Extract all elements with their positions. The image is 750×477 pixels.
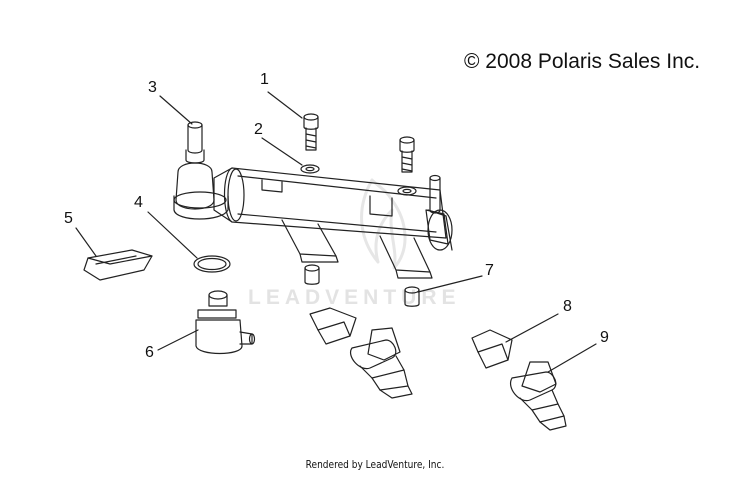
footer-credit: Rendered by LeadVenture, Inc. bbox=[305, 458, 445, 471]
part-washer-2 bbox=[300, 164, 320, 174]
part-injector-9b bbox=[510, 361, 567, 431]
part-injector-9a bbox=[350, 327, 413, 399]
part-regulator-housing bbox=[173, 121, 229, 220]
watermark-text: LEADVENTURE bbox=[248, 286, 461, 309]
part-injector-clip-8a bbox=[309, 307, 357, 345]
part-spacer-7 bbox=[304, 264, 320, 285]
callout-8: 8 bbox=[563, 298, 572, 315]
part-injector-clip-8b bbox=[471, 329, 513, 369]
callout-2: 2 bbox=[254, 121, 263, 138]
part-bolt-1b bbox=[399, 136, 415, 173]
part-spacer-7b bbox=[404, 286, 420, 307]
copyright-text: © 2008 Polaris Sales Inc. bbox=[464, 50, 701, 73]
callout-7: 7 bbox=[485, 262, 494, 279]
part-clip-5 bbox=[83, 249, 153, 281]
part-bolt-1 bbox=[303, 113, 319, 151]
callout-1: 1 bbox=[260, 71, 269, 88]
callout-6: 6 bbox=[145, 344, 154, 361]
part-oring-4 bbox=[193, 255, 231, 273]
callout-5: 5 bbox=[64, 210, 73, 227]
callout-3: 3 bbox=[148, 79, 157, 96]
part-regulator-6 bbox=[195, 290, 256, 355]
callout-9: 9 bbox=[600, 329, 609, 346]
leader-lines bbox=[75, 91, 597, 373]
part-fuel-rail bbox=[213, 167, 453, 279]
callout-4: 4 bbox=[134, 194, 143, 211]
part-washer-2b bbox=[397, 186, 417, 196]
